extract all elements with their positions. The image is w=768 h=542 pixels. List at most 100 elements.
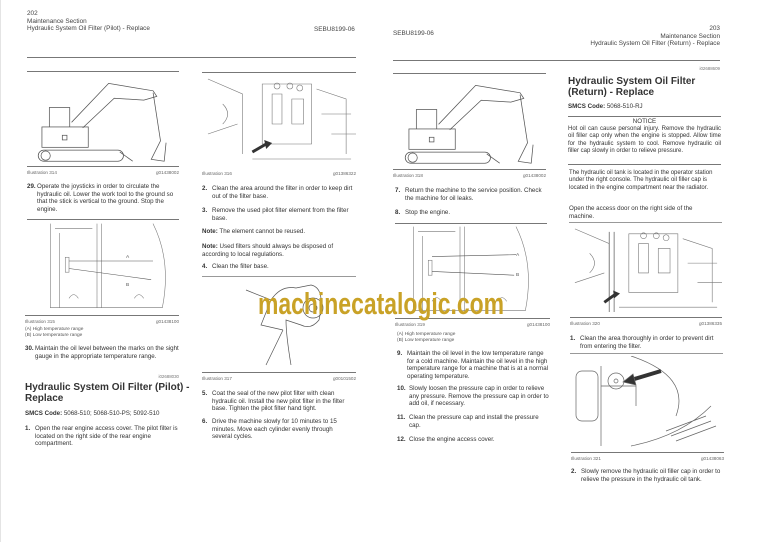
caption-ref: g01438002 (156, 170, 179, 175)
step-number: 2. (202, 185, 208, 192)
step-text: Coat the seal of the new pilot filter wi… (212, 390, 345, 413)
caption-label: Illustration 321 (571, 456, 601, 461)
caption-label: Illustration 316 (202, 171, 232, 176)
excavator-illustration (396, 78, 546, 166)
watermark: machinecatalogic.com (258, 286, 505, 321)
step-text: Slowly loosen the pressure cap in order … (409, 385, 549, 408)
step-30: 30.Maintain the oil level between the ma… (25, 345, 183, 360)
step-text: Remove the used pilot filter element fro… (212, 207, 349, 222)
legend-b: (B) Low temperature range (25, 333, 83, 338)
illustration-caption: Illustration 319 g01438100 (395, 322, 550, 327)
step-11: 11.Clean the pressure cap and install th… (397, 414, 552, 429)
step-number: 11. (397, 414, 406, 421)
section-name: Maintenance Section (27, 17, 87, 25)
section-id: i02688030 (158, 374, 179, 379)
legend-b: (B) Low temperature range (397, 338, 455, 343)
caption-label: Illustration 320 (570, 321, 600, 326)
note-label: Note: (202, 243, 218, 250)
divider (27, 71, 179, 72)
step-number: 8. (395, 209, 401, 216)
step-4: 4. Clean the filter base. (202, 263, 356, 271)
sight-gauge-illustration (404, 226, 544, 316)
step-text: Return the machine to the service positi… (405, 187, 542, 202)
caption-ref: g01438100 (156, 319, 179, 324)
divider (27, 219, 179, 220)
step-text: Operate the joysticks in order to circul… (37, 183, 174, 213)
section-heading: Hydraulic System Oil Filter (Return) - R… (568, 76, 696, 98)
right-page: SEBU8199-06 203 Maintenance Section Hydr… (384, 0, 768, 542)
divider (395, 223, 547, 224)
callout-a: A (516, 253, 520, 258)
page-header: 203 Maintenance Section Hydraulic System… (590, 25, 720, 48)
filter-hand-illustration (241, 280, 341, 370)
divider (202, 276, 356, 277)
step-text: Maintain the oil level in the low temper… (407, 350, 549, 380)
page-number: 202 (27, 10, 38, 17)
step-2: 2. Clean the area around the filter in or… (202, 185, 356, 200)
note: Note: Used filters should always be disp… (202, 243, 347, 258)
step-number: 10. (397, 385, 406, 392)
smcs-value: 5068-510; 5068-510-PS; 5092-510 (63, 410, 160, 417)
filler-cap-illustration (571, 356, 723, 450)
smcs-label: SMCS Code: (25, 410, 63, 417)
step-1: 1.Open the rear engine access cover. The… (25, 425, 181, 448)
step-text: Clean the area around the filter in orde… (212, 185, 353, 200)
sight-gauge-illustration (41, 222, 181, 314)
callout-b: B (516, 273, 520, 278)
caption-ref: g00101502 (333, 376, 356, 381)
caption-ref: g01386322 (333, 171, 356, 176)
illustration-caption: Illustration 321 g01438063 (571, 456, 724, 461)
step-text: Drive the machine slowly for 10 minutes … (212, 418, 337, 441)
illustration-caption: Illustration 316 g01386322 (202, 171, 356, 176)
left-page: 202 Maintenance Section Hydraulic System… (0, 0, 356, 542)
divider (568, 116, 721, 117)
legend-a: (A) High temperature range (397, 332, 456, 337)
step-8: 8.Stop the engine. (395, 209, 550, 217)
caption-ref: g01438002 (523, 173, 546, 178)
header-rule (393, 60, 720, 61)
divider (568, 164, 721, 165)
step-number: 29. (27, 183, 36, 190)
step-text: Slowly remove the hydraulic oil filler c… (581, 468, 721, 483)
divider (395, 318, 550, 319)
step-number: 5. (202, 390, 208, 397)
divider (393, 169, 546, 170)
page-header: 202 Maintenance Section Hydraulic System… (27, 10, 150, 33)
smcs-code: SMCS Code: 5068-510; 5068-510-PS; 5092-5… (25, 410, 185, 418)
step-1: 1. Clean the area thoroughly in order to … (570, 335, 723, 350)
step-text: Clean the filter base. (212, 263, 269, 270)
step-text: Clean the area thoroughly in order to pr… (580, 335, 714, 350)
page-number: 203 (709, 25, 720, 32)
step-29: 29.Operate the joysticks in order to cir… (27, 183, 182, 213)
callout-b: B (126, 283, 130, 288)
step-number: 3. (202, 207, 208, 214)
caption-ref: g01438063 (701, 456, 724, 461)
step-12: 12.Close the engine access cover. (397, 436, 552, 444)
caption-ref: g01438100 (527, 322, 550, 327)
topic-title: Hydraulic System Oil Filter (Return) - R… (590, 40, 720, 48)
divider (27, 166, 179, 167)
caption-label: Illustration 319 (395, 322, 425, 327)
step-7: 7.Return the machine to the service posi… (395, 187, 550, 202)
divider (570, 353, 723, 354)
step-text: Maintain the oil level between the marks… (35, 345, 179, 360)
engine-compartment-illustration (570, 224, 722, 314)
step-5: 5. Coat the seal of the new pilot filter … (202, 390, 356, 413)
step-number: 4. (202, 263, 208, 270)
step-text: Clean the pressure cap and install the p… (409, 414, 539, 429)
step-text: Close the engine access cover. (409, 436, 495, 443)
note-text: The element cannot be reused. (219, 228, 306, 235)
note: Note: The element cannot be reused. (202, 228, 356, 236)
step-number: 6. (202, 418, 208, 425)
illustration-legend: (A) High temperature range(B) Low temper… (25, 327, 83, 339)
header-rule (27, 57, 356, 58)
step-2: 2.Slowly remove the hydraulic oil filler… (571, 468, 724, 483)
divider (25, 315, 179, 316)
step-number: 30. (25, 345, 34, 352)
step-number: 1. (570, 335, 576, 342)
legend-a: (A) High temperature range (25, 327, 84, 332)
divider (202, 72, 356, 73)
smcs-value: 5068-510-RJ (606, 103, 643, 110)
note-text: Used filters should always be disposed o… (202, 243, 334, 258)
